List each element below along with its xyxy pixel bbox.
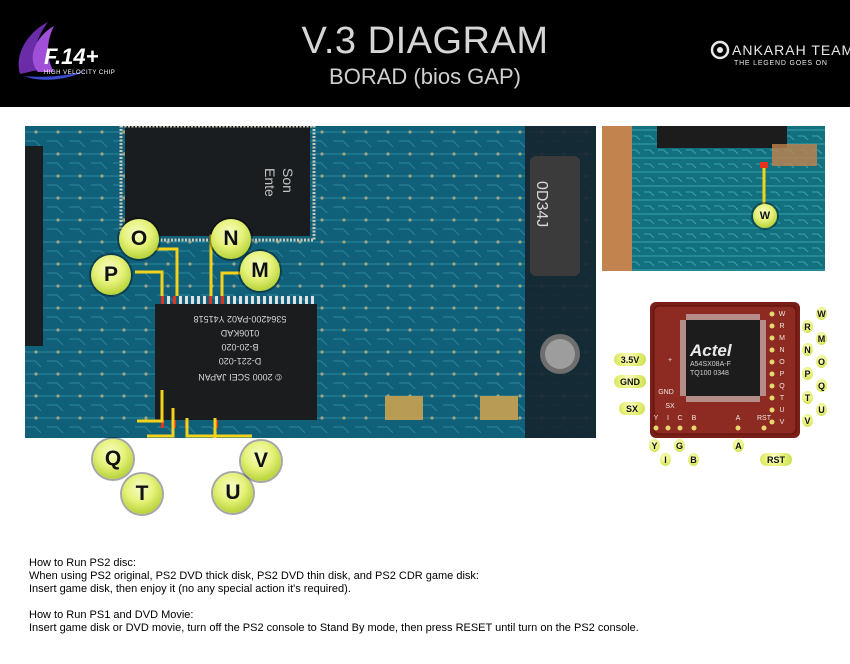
label-n: N xyxy=(211,219,251,259)
svg-text:M: M xyxy=(779,335,785,342)
modchip-label-y: Y xyxy=(649,439,660,452)
page-subtitle: BORAD (bios GAP) xyxy=(329,64,521,89)
modchip-label-m: M xyxy=(816,332,827,345)
svg-text:5364200-PA02 Y41518: 5364200-PA02 Y41518 xyxy=(194,314,287,324)
svg-text:A54SX08A-F: A54SX08A-F xyxy=(690,361,731,368)
svg-text:C: C xyxy=(677,415,682,422)
ankarah-swirl-icon xyxy=(710,40,730,60)
svg-text:I: I xyxy=(667,415,669,422)
svg-text:HIGH VELOCITY CHIP: HIGH VELOCITY CHIP xyxy=(44,70,115,76)
svg-text:0D34J: 0D34J xyxy=(533,181,550,227)
label-m: M xyxy=(240,251,280,291)
svg-text:Ente: Ente xyxy=(262,168,278,197)
ps1-instructions-title: How to Run PS1 and DVD Movie: xyxy=(29,609,194,621)
label-v: V xyxy=(241,441,281,481)
svg-text:W: W xyxy=(779,311,786,318)
modchip-label-u: U xyxy=(816,403,827,416)
modchip-label-v: V xyxy=(802,414,813,427)
modchip-label-3-5v: 3.5V xyxy=(614,353,646,366)
instructions-block: How to Run PS2 disc: When using PS2 orig… xyxy=(29,557,829,635)
modchip-photo: Actel A54SX08A-F TQ100 0348 W R M N O P … xyxy=(648,300,802,440)
svg-text:TQ100 0348: TQ100 0348 xyxy=(690,370,729,377)
label-w: W xyxy=(753,204,777,228)
ps1-instructions-line-1: Insert game disk or DVD movie, turn off … xyxy=(29,622,639,634)
svg-text:D-221-020: D-221-020 xyxy=(219,356,262,366)
label-q: Q xyxy=(93,439,133,479)
svg-text:© 2000 SCEI JAPAN: © 2000 SCEI JAPAN xyxy=(198,372,282,382)
modchip-label-sx: SX xyxy=(619,402,645,415)
modchip-label-p: P xyxy=(802,367,813,380)
label-t: T xyxy=(122,474,162,514)
modchip-label-o: O xyxy=(816,355,827,368)
label-o: O xyxy=(119,219,159,259)
modchip-label-r: R xyxy=(802,320,813,333)
svg-text:F.14+: F.14+ xyxy=(44,44,99,69)
svg-text:Q: Q xyxy=(779,383,785,390)
svg-text:Son: Son xyxy=(280,168,296,193)
svg-text:B-20-020: B-20-020 xyxy=(221,342,258,352)
svg-text:P: P xyxy=(780,371,785,378)
svg-text:V: V xyxy=(780,419,785,426)
svg-text:+: + xyxy=(668,357,672,364)
ankarah-team-logo: ANKARAH TEAM THE LEGEND GOES ON xyxy=(710,40,850,76)
svg-text:0106KAD: 0106KAD xyxy=(220,328,259,338)
svg-text:SX: SX xyxy=(665,403,675,410)
label-u: U xyxy=(213,473,253,513)
modchip-label-b: B xyxy=(688,453,699,466)
svg-text:N: N xyxy=(779,347,784,354)
svg-text:GND: GND xyxy=(658,389,674,396)
svg-text:Actel: Actel xyxy=(689,341,733,360)
svg-text:T: T xyxy=(780,395,785,402)
svg-text:U: U xyxy=(779,407,784,414)
f14-logo: F.14+ HIGH VELOCITY CHIP xyxy=(14,14,134,86)
svg-text:RST: RST xyxy=(757,415,772,422)
svg-text:Y: Y xyxy=(654,415,659,422)
modchip-label-i: I xyxy=(660,453,671,466)
svg-text:A: A xyxy=(736,415,741,422)
page-title: V.3 DIAGRAM xyxy=(301,20,549,62)
modchip-label-a: A xyxy=(733,439,744,452)
svg-text:B: B xyxy=(692,415,697,422)
ps2-instructions-line-2: Insert game disk, then enjoy it (no any … xyxy=(29,583,351,595)
modchip-label-t: T xyxy=(802,391,813,404)
modchip-label-w: W xyxy=(816,307,827,320)
ps2-instructions-title: How to Run PS2 disc: xyxy=(29,557,136,569)
ps2-instructions-line-1: When using PS2 original, PS2 DVD thick d… xyxy=(29,570,479,582)
modchip-label-n: N xyxy=(802,343,813,356)
header-bar: F.14+ HIGH VELOCITY CHIP V.3 DIAGRAM BOR… xyxy=(0,0,850,107)
inset-board-photo xyxy=(602,126,825,271)
modchip-label-gnd: GND xyxy=(614,375,646,388)
modchip-label-rst: RST xyxy=(760,453,792,466)
modchip-label-q: Q xyxy=(816,379,827,392)
ankarah-team-tagline: THE LEGEND GOES ON xyxy=(734,60,828,67)
svg-text:O: O xyxy=(779,359,785,366)
modchip-label-g: G xyxy=(674,439,685,452)
label-p: P xyxy=(91,255,131,295)
svg-text:R: R xyxy=(779,323,784,330)
ankarah-team-name: ANKARAH TEAM xyxy=(732,42,850,58)
